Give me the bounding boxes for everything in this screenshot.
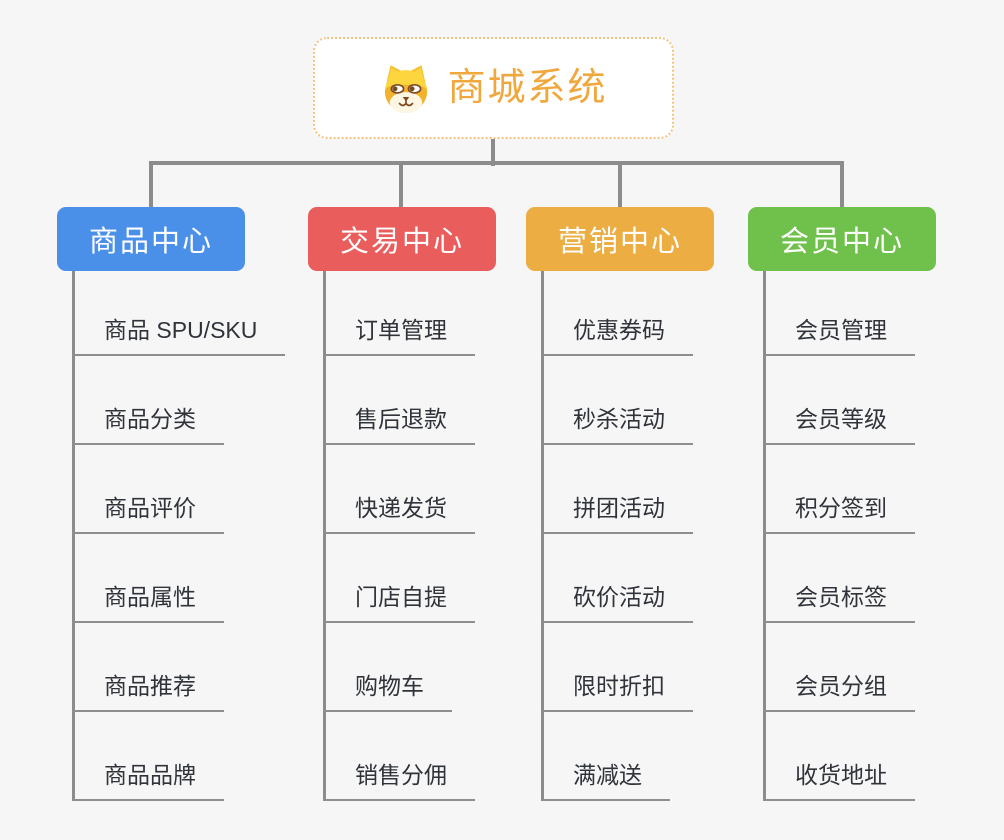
item-node[interactable]: 售后退款 [323,356,475,445]
item-node[interactable]: 会员标签 [763,534,915,623]
branch-label: 营销中心 [557,226,682,258]
item-node[interactable]: 积分签到 [763,445,915,534]
item-node[interactable]: 砍价活动 [541,534,693,623]
item-node[interactable]: 秒杀活动 [541,356,693,445]
item-node[interactable]: 拼团活动 [541,445,693,534]
connector-drop-product [149,161,153,208]
connector-drop-member [840,161,844,208]
item-node[interactable]: 商品品牌 [72,712,224,801]
item-node[interactable]: 门店自提 [323,534,475,623]
item-node[interactable]: 商品分类 [72,356,224,445]
item-node[interactable]: 商品推荐 [72,623,224,712]
branch-label: 商品中心 [88,226,213,258]
branch-node-member-center[interactable]: 会员中心 [748,207,936,271]
item-node[interactable]: 商品 SPU/SKU [72,267,286,356]
branch-line-trade [323,271,326,801]
branch-items-trade: 订单管理 售后退款 快递发货 门店自提 购物车 销售分佣 [323,267,475,801]
branch-items-product: 商品 SPU/SKU 商品分类 商品评价 商品属性 商品推荐 商品品牌 [72,267,286,801]
item-node[interactable]: 满减送 [541,712,670,801]
item-node[interactable]: 快递发货 [323,445,475,534]
root-node[interactable]: 商城系统 [313,37,674,139]
branch-line-member [763,271,766,801]
item-node[interactable]: 会员管理 [763,267,915,356]
root-title: 商城系统 [447,67,608,109]
item-node[interactable]: 商品属性 [72,534,224,623]
branch-label: 交易中心 [339,226,464,258]
item-node[interactable]: 优惠券码 [541,267,693,356]
branch-items-marketing: 优惠券码 秒杀活动 拼团活动 砍价活动 限时折扣 满减送 [541,267,693,801]
item-node[interactable]: 购物车 [323,623,452,712]
branch-node-marketing-center[interactable]: 营销中心 [526,207,714,271]
item-node[interactable]: 订单管理 [323,267,475,356]
branch-label: 会员中心 [779,226,904,258]
branch-line-product [72,271,75,801]
item-node[interactable]: 会员分组 [763,623,915,712]
item-node[interactable]: 收货地址 [763,712,915,801]
connector-root-stem [491,139,495,166]
branch-line-marketing [541,271,544,801]
item-node[interactable]: 会员等级 [763,356,915,445]
connector-drop-trade [399,161,403,208]
item-node[interactable]: 限时折扣 [541,623,693,712]
branch-node-trade-center[interactable]: 交易中心 [308,207,496,271]
branch-node-product-center[interactable]: 商品中心 [57,207,245,271]
connector-drop-marketing [618,161,622,208]
dog-icon [379,62,433,114]
connector-bus [149,161,844,165]
item-node[interactable]: 销售分佣 [323,712,475,801]
branch-items-member: 会员管理 会员等级 积分签到 会员标签 会员分组 收货地址 [763,267,915,801]
item-node[interactable]: 商品评价 [72,445,224,534]
